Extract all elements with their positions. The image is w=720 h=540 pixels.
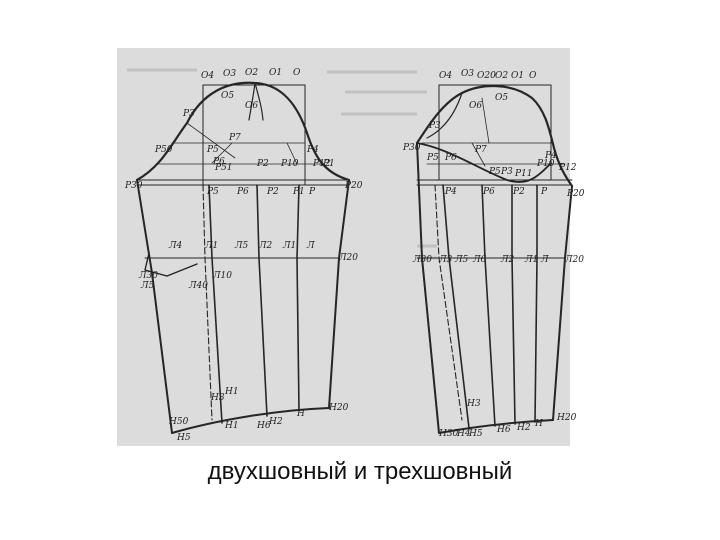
point-label: O5 <box>221 91 234 101</box>
point-label: P4 <box>544 151 557 161</box>
point-label: P2 <box>266 187 279 197</box>
point-label: Л30 <box>412 255 432 265</box>
point-label: Л40 <box>188 281 208 291</box>
point-label: P2 <box>512 187 525 197</box>
point-label: O6 <box>245 101 258 111</box>
point-label: Н3 <box>466 399 481 409</box>
point-label: P3 <box>428 121 441 131</box>
point-label: P5 <box>426 153 439 163</box>
point-label: P5 <box>206 145 219 155</box>
point-label: P1 <box>292 187 305 197</box>
point-label: Н5 <box>176 433 191 443</box>
point-label: P <box>540 187 548 197</box>
point-label: P6 <box>212 157 225 167</box>
point-label: P11 <box>514 169 533 179</box>
point-label: O6 <box>469 101 482 111</box>
point-label: Л2 <box>258 241 273 251</box>
point-label: P <box>308 187 316 197</box>
point-label: Н20 <box>328 403 349 413</box>
point-label: Н1 <box>224 421 239 431</box>
point-label: Н2 <box>268 417 283 427</box>
point-label: P4 <box>444 187 457 197</box>
point-label: P10 <box>536 159 555 169</box>
point-label: Л <box>540 255 549 265</box>
point-label: P12 <box>558 163 577 173</box>
point-label: Л5 <box>140 281 155 291</box>
point-label: P20 <box>344 181 363 191</box>
point-label: O4 <box>201 71 214 81</box>
point-label: P10 <box>280 159 299 169</box>
point-label: P51 <box>214 163 233 173</box>
point-label: Н50 <box>168 417 189 427</box>
figure-caption: двухшовный и трехшовный <box>207 458 513 485</box>
point-label: O1 <box>511 71 524 81</box>
point-label: P4 <box>306 145 319 155</box>
point-label: O2 <box>495 71 508 81</box>
point-label: Л4 <box>168 241 183 251</box>
point-label: P5 <box>206 187 219 197</box>
point-label: P6 <box>236 187 249 197</box>
point-label: P3 <box>182 109 195 119</box>
point-label: Н3 <box>210 393 225 403</box>
point-label: Н6 <box>256 421 271 431</box>
point-label: P7 <box>474 145 487 155</box>
point-label: Н30 <box>438 429 459 439</box>
point-label: Л5 <box>234 241 249 251</box>
point-label: Л <box>306 241 315 251</box>
point-label: P50 <box>154 145 173 155</box>
point-label: P30 <box>402 143 421 153</box>
point-label: P5 <box>488 167 501 177</box>
point-label: P20 <box>566 189 585 199</box>
point-label: Л1 <box>282 241 296 251</box>
point-label: O20 <box>477 71 496 81</box>
point-label: O5 <box>495 93 508 103</box>
point-label: Н <box>534 419 543 429</box>
point-label: Н <box>296 409 305 419</box>
point-label: Л6 <box>472 255 487 265</box>
left-sleeve-pattern <box>135 81 351 434</box>
point-label: P6 <box>444 153 457 163</box>
point-label: O4 <box>439 71 452 81</box>
point-label: Л1 <box>204 241 218 251</box>
point-label: P3 <box>500 167 513 177</box>
point-label: Н1 <box>224 387 239 397</box>
point-label: Л10 <box>212 271 232 281</box>
right-sleeve-pattern <box>415 84 574 434</box>
point-label: P30 <box>124 181 143 191</box>
point-label: Л1 <box>524 255 538 265</box>
point-label: Н5 <box>468 429 483 439</box>
point-label: Н6 <box>496 425 511 435</box>
point-label: Л3 <box>438 255 453 265</box>
point-label: Н2 <box>516 423 531 433</box>
point-label: O3 <box>223 69 236 79</box>
point-label: P7 <box>228 133 241 143</box>
point-label: P2 <box>256 159 269 169</box>
point-label: Л20 <box>338 253 358 263</box>
point-label: Л20 <box>564 255 584 265</box>
point-label: Л5 <box>454 255 469 265</box>
point-label: P6 <box>482 187 495 197</box>
point-label: Н4 <box>456 429 471 439</box>
point-label: O2 <box>245 68 258 78</box>
point-label: P1 <box>322 159 335 169</box>
point-label: P12 <box>312 159 331 169</box>
point-label: O <box>293 68 301 78</box>
point-label: O1 <box>269 68 282 78</box>
point-label: Л2 <box>500 255 515 265</box>
point-label: Л30 <box>138 271 158 281</box>
point-label: O <box>529 71 537 81</box>
point-label: O3 <box>461 69 474 79</box>
point-label: Н20 <box>556 413 577 423</box>
